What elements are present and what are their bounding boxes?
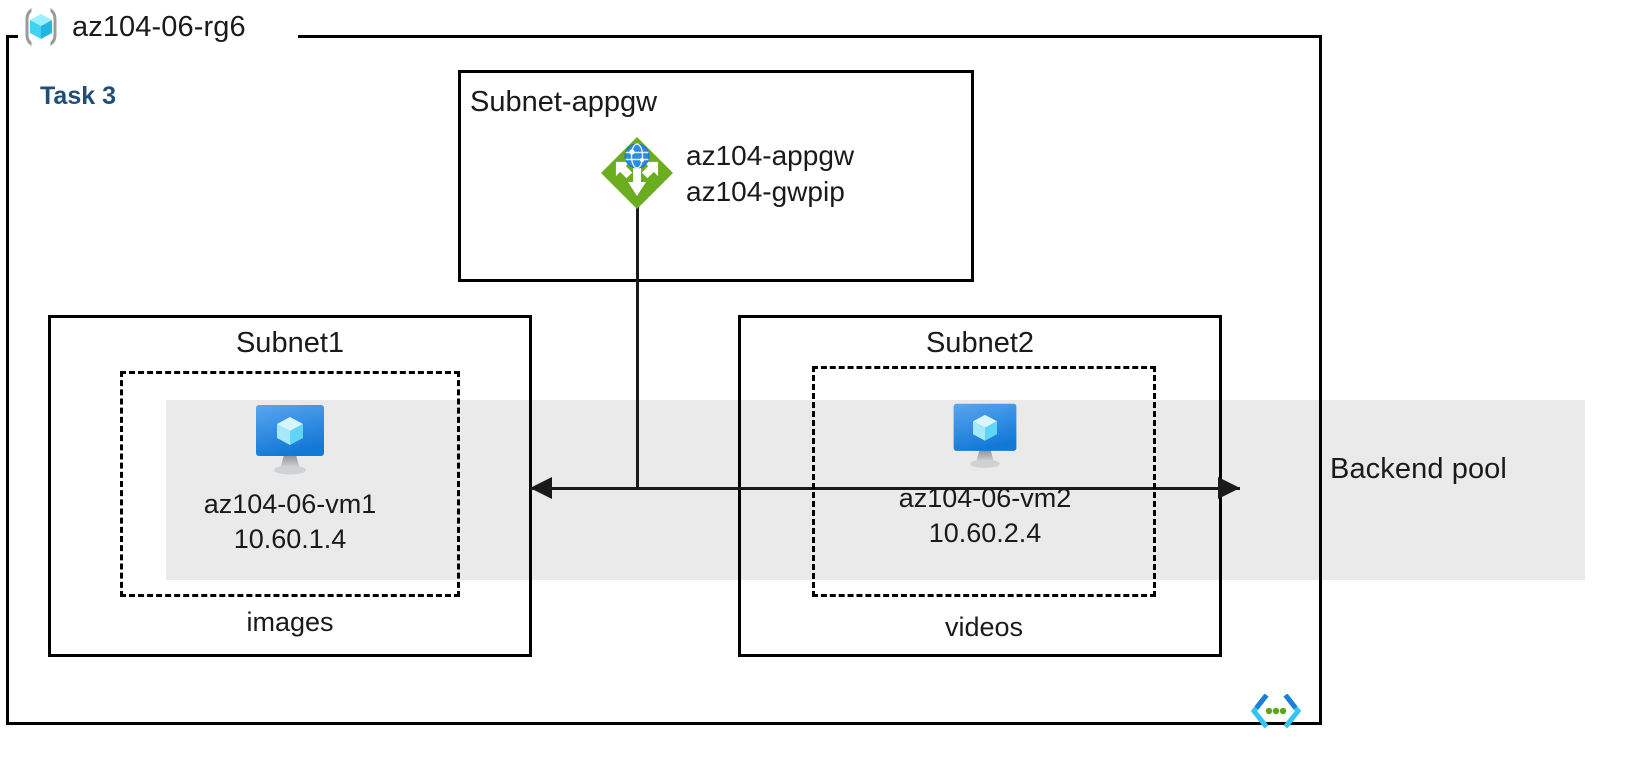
resource-group-header-notch <box>18 22 298 50</box>
resource-group-boundary <box>6 35 1322 725</box>
subnet2-inner-label: videos <box>944 612 1024 642</box>
subnet1-title: Subnet1 <box>235 327 345 359</box>
arrow-head-left-icon <box>530 477 552 499</box>
code-brackets-icon <box>1250 693 1302 733</box>
resource-group-header: az104-06-rg6 <box>20 4 246 50</box>
resource-group-icon <box>20 4 62 50</box>
arrow-head-right-icon <box>1218 477 1240 499</box>
vm2-node: az104-06-vm2 10.60.2.4 <box>866 398 1104 550</box>
subnet1-subnet2-connector <box>530 487 1240 490</box>
application-gateway-labels: az104-appgw az104-gwpip <box>686 134 854 210</box>
vm1-labels: az104-06-vm1 10.60.1.4 <box>170 487 410 556</box>
backend-pool-band <box>166 400 1585 580</box>
vm2-name: az104-06-vm2 <box>898 483 1072 513</box>
appgw-to-backend-connector <box>636 206 639 490</box>
subnet1-dashed-boundary <box>120 371 460 597</box>
vm1-node: az104-06-vm1 10.60.1.4 <box>170 400 410 556</box>
vm2-ip-address: 10.60.2.4 <box>928 517 1042 548</box>
resource-group-name: az104-06-rg6 <box>72 10 246 43</box>
subnet-appgw-title: Subnet-appgw <box>470 86 658 118</box>
backend-pool-label: Backend pool <box>1330 453 1507 485</box>
vm2-labels: az104-06-vm2 10.60.2.4 <box>866 481 1104 550</box>
virtual-machine-icon <box>170 400 410 487</box>
vm1-ip-address: 10.60.1.4 <box>233 523 347 554</box>
appgw-resource-name: az104-appgw <box>686 140 855 171</box>
subnet2-dashed-boundary <box>812 366 1156 597</box>
vm1-name: az104-06-vm1 <box>203 489 377 519</box>
application-gateway-node: az104-appgw az104-gwpip <box>598 134 854 217</box>
virtual-machine-icon <box>866 398 1104 481</box>
appgw-public-ip-name: az104-gwpip <box>686 175 845 207</box>
subnet2-title: Subnet2 <box>925 327 1035 359</box>
task-label: Task 3 <box>40 82 116 110</box>
application-gateway-icon <box>598 134 676 217</box>
subnet-appgw-box <box>458 70 974 282</box>
subnet1-inner-label: images <box>246 607 334 637</box>
